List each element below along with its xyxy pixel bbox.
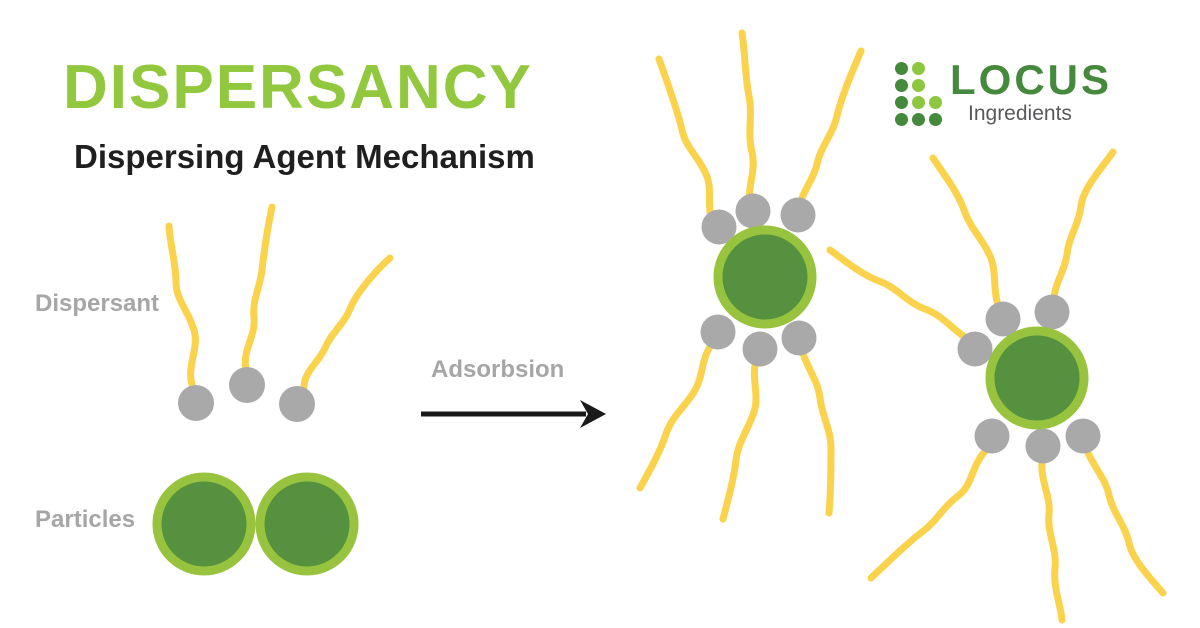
logo-dot (929, 96, 942, 109)
adsorbsion-arrow (421, 400, 606, 428)
dispersant-head-icon (229, 367, 265, 403)
logo-text: LOCUS Ingredients (950, 56, 1112, 126)
dispersed-particle-a (636, 29, 865, 523)
dispersant-head-icon (1065, 418, 1101, 454)
dispersant-tail-icon (719, 353, 761, 523)
dispersant-head-icon (1034, 294, 1070, 330)
dispersant-label: Dispersant (35, 290, 160, 317)
particle-icon (255, 472, 359, 576)
particles-label: Particles (35, 506, 136, 533)
logo-dot (912, 62, 925, 75)
dispersant-tail-icon (1050, 148, 1117, 310)
dispersant-head-icon (780, 197, 816, 233)
dispersant-head-icon (700, 314, 736, 350)
dispersant-head-icon (781, 320, 817, 356)
dispersant-tail-icon (241, 203, 276, 374)
dispersant-head-icon (985, 301, 1021, 337)
dispersed-particle-b (826, 148, 1167, 624)
dispersant-head-icon (957, 331, 993, 367)
particle-icon (985, 326, 1089, 430)
logo-dot (895, 113, 908, 126)
logo-dot (912, 113, 925, 126)
dispersant-tail-icon (300, 254, 394, 396)
dispersant-tail-icon (1038, 452, 1066, 624)
logo-dot (895, 79, 908, 92)
dispersant-tail-icon (795, 47, 865, 218)
dispersant-tail-icon (165, 222, 199, 394)
logo-dot (895, 62, 908, 75)
dispersant-head-icon (742, 331, 778, 367)
dispersant-head-icon (178, 385, 214, 421)
dispersant-tail-icon (1082, 444, 1167, 597)
logo-dot (912, 79, 925, 92)
dispersant-tail-icon (738, 29, 757, 216)
particle-icon (152, 472, 256, 576)
page-subtitle: Dispersing Agent Mechanism (74, 138, 535, 175)
dispersant-tail-icon (797, 343, 835, 517)
logo-dot (895, 96, 908, 109)
dispersant-tail-icon (826, 246, 976, 346)
locus-logo: LOCUS Ingredients (895, 56, 1112, 126)
dispersant-head-icon (974, 418, 1010, 454)
dispersant-head-icon (279, 386, 315, 422)
dispersant-tail-icon (636, 338, 717, 492)
particle-icon (713, 225, 817, 329)
logo-dots-icon (895, 62, 942, 126)
logo-wordmark: LOCUS (950, 56, 1112, 103)
adsorbsion-label: Adsorbsion (431, 356, 565, 383)
free-dispersants-group (165, 203, 394, 422)
logo-dot (929, 113, 942, 126)
logo-tagline: Ingredients (968, 102, 1072, 125)
bare-particles-group (152, 472, 359, 576)
page-title: DISPERSANCY (63, 53, 533, 122)
dispersant-head-icon (1025, 428, 1061, 464)
dispersant-head-icon (735, 193, 771, 229)
dispersant-tail-icon (929, 154, 1005, 316)
dispersant-head-icon (701, 209, 737, 245)
dispersant-tail-icon (655, 55, 720, 234)
logo-dot (912, 96, 925, 109)
dispersant-tail-icon (867, 444, 992, 582)
